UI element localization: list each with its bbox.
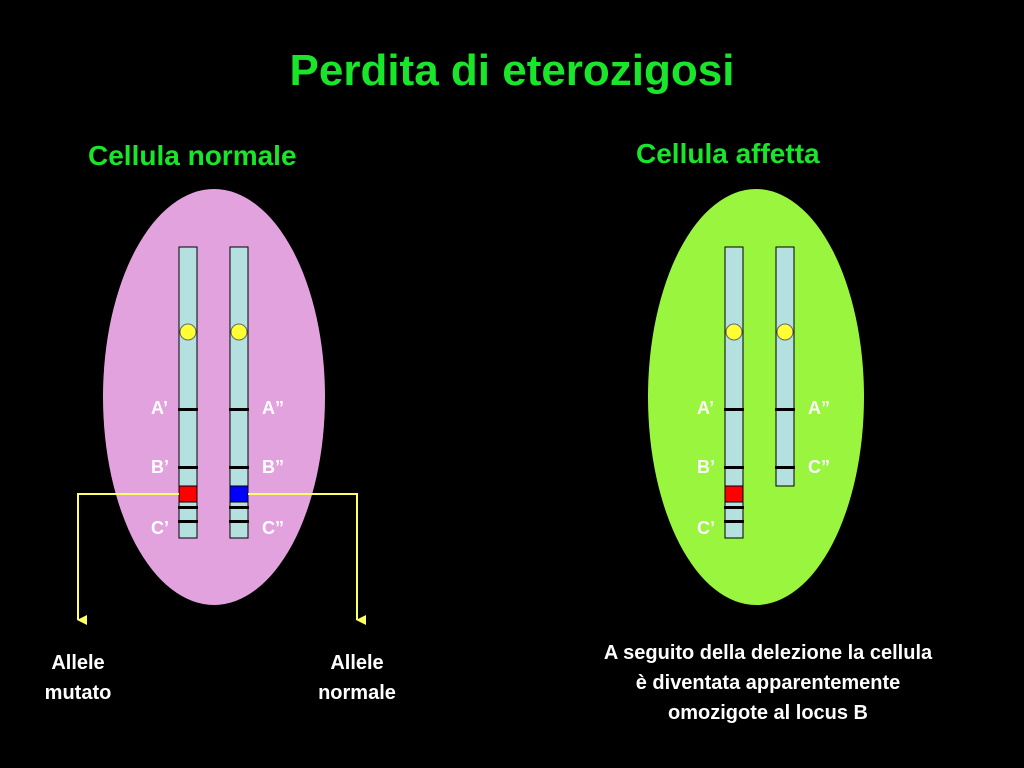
affected-left-band-a bbox=[724, 408, 744, 411]
mutated-allele-label: Allele mutato bbox=[18, 648, 138, 708]
affected-label-a-double: A” bbox=[808, 398, 830, 418]
page-title: Perdita di eterozigosi bbox=[289, 46, 735, 95]
normal-allele-label: Allele normale bbox=[292, 648, 422, 708]
normal-label-c-prime: C’ bbox=[151, 518, 169, 538]
normal-left-band-a bbox=[178, 408, 198, 411]
affected-caption-line3: omozigote al locus B bbox=[667, 702, 869, 724]
affected-right-centromere bbox=[776, 323, 794, 341]
normal-left-band-c1 bbox=[178, 506, 198, 509]
normal-allele-label-line1: Allele bbox=[330, 652, 384, 674]
affected-left-chromosome bbox=[724, 246, 744, 539]
normal-right-centromere bbox=[230, 323, 248, 341]
mutated-allele bbox=[178, 485, 198, 503]
normal-left-centromere bbox=[179, 323, 197, 341]
affected-left-centromere bbox=[725, 323, 743, 341]
affected-label-c-double: C” bbox=[808, 457, 830, 477]
affected-right-band-c bbox=[775, 466, 795, 469]
normal-label-b-double: B” bbox=[262, 457, 284, 477]
normal-label-a-prime: A’ bbox=[151, 398, 169, 418]
affected-mutated-allele bbox=[724, 485, 744, 503]
mutated-allele-label-line2: mutato bbox=[44, 682, 112, 704]
normal-allele-label-line2: normale bbox=[318, 682, 396, 704]
affected-cell-body bbox=[648, 189, 864, 605]
normal-right-band-a bbox=[229, 408, 249, 411]
normal-cell-title: Cellula normale bbox=[88, 140, 297, 171]
normal-allele-arrow bbox=[248, 493, 366, 625]
mutated-allele-arrow bbox=[77, 493, 179, 625]
affected-left-band-c1 bbox=[724, 506, 744, 509]
normal-right-band-c1 bbox=[229, 506, 249, 509]
affected-caption-line1: A seguito della delezione la cellula bbox=[603, 642, 933, 664]
affected-right-band-a bbox=[775, 408, 795, 411]
normal-label-b-prime: B’ bbox=[151, 457, 169, 477]
affected-left-band-b bbox=[724, 466, 744, 469]
normal-left-band-c2 bbox=[178, 520, 198, 523]
normal-label-c-double: C” bbox=[262, 518, 284, 538]
normal-label-a-double: A” bbox=[262, 398, 284, 418]
affected-label-b-prime: B’ bbox=[697, 457, 715, 477]
affected-cell-title: Cellula affetta bbox=[636, 138, 820, 169]
normal-cell-body bbox=[103, 189, 325, 605]
affected-right-chromosome bbox=[775, 246, 795, 487]
normal-left-band-b bbox=[178, 466, 198, 469]
affected-left-band-c2 bbox=[724, 520, 744, 523]
normal-allele bbox=[229, 485, 249, 503]
affected-label-a-prime: A’ bbox=[697, 398, 715, 418]
normal-right-chromosome bbox=[229, 246, 249, 539]
normal-right-band-b bbox=[229, 466, 249, 469]
affected-label-c-prime: C’ bbox=[697, 518, 715, 538]
normal-right-band-c2 bbox=[229, 520, 249, 523]
normal-left-chromosome bbox=[178, 246, 198, 539]
affected-caption-line2: è diventata apparentemente bbox=[635, 672, 901, 694]
affected-cell-caption: A seguito della delezione la cellula è d… bbox=[548, 638, 988, 728]
mutated-allele-label-line1: Allele bbox=[51, 652, 105, 674]
